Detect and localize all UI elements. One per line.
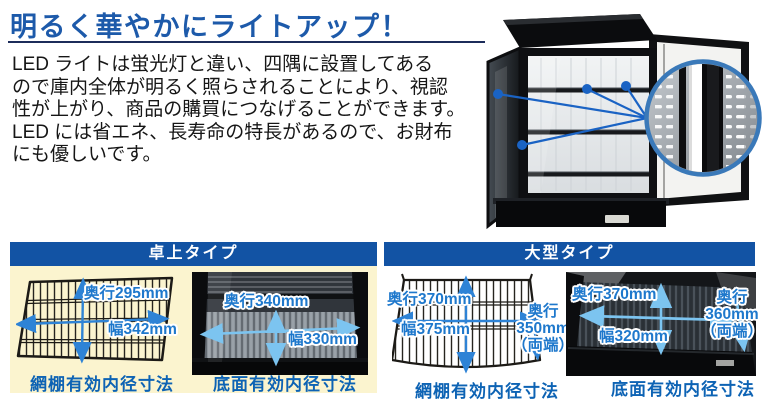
intro-paragraph: LED ライトは蛍光灯と違い、四隅に設置してある ので庫内全体が明るく照らされる… (12, 54, 465, 167)
large-interior-photo (566, 272, 756, 376)
led-strip-left (655, 64, 673, 172)
dim-label-side-depth: 奥行 360mm （両端） (700, 289, 763, 340)
dim-label-side-depth: 奥行 350mm （両端） (512, 303, 575, 354)
width-arrow (199, 318, 361, 344)
heading-underline (8, 41, 485, 43)
intro-line: LED には省エネ、長寿命の特長があるので、お財布 (12, 121, 453, 143)
dim-label-width: 幅330mm (288, 331, 357, 348)
led-pointer-lines (497, 85, 648, 147)
side-depth-arrow (527, 307, 544, 361)
dim-label-width: 幅342mm (108, 321, 177, 338)
brand-label (605, 215, 629, 223)
page-title: 明るく華やかにライトアップ！ (10, 12, 409, 42)
tabletop-wire-shelf-figure (16, 276, 174, 364)
dim-label-depth: 奥行340mm (224, 293, 309, 310)
width-arrow (16, 309, 170, 334)
figure-caption: 底面有効内径寸法 (611, 380, 755, 399)
intro-line: LED ライトは蛍光灯と違い、四隅に設置してある (12, 54, 434, 75)
side-depth-arrow (730, 295, 752, 353)
large-wire-shelf-figure (392, 273, 544, 374)
brand-label (716, 360, 734, 366)
led-strip-right (726, 64, 744, 172)
led-corner-dots (493, 81, 631, 150)
section-header-tabletop: 卓上タイプ (10, 242, 377, 266)
dim-label-depth: 奥行370mm (387, 291, 472, 308)
dim-label-width: 幅375mm (401, 321, 470, 338)
tabletop-interior-photo (192, 272, 368, 375)
width-arrow (578, 305, 736, 331)
fridge-photo (483, 2, 768, 230)
figure-caption: 網棚有効内径寸法 (415, 382, 559, 401)
figure-caption: 底面有効内径寸法 (213, 375, 357, 394)
fridge-illustration (486, 14, 762, 230)
dim-label-width: 幅320mm (599, 328, 668, 345)
intro-line: ので庫内全体が明るく照らされることにより、視認 (12, 76, 448, 98)
dim-label-depth: 奥行370mm (572, 286, 657, 303)
figure-caption: 網棚有効内径寸法 (30, 375, 174, 394)
dim-label-depth: 奥行295mm (84, 285, 169, 302)
led-zoom-circle (644, 59, 762, 177)
section-header-large: 大型タイプ (384, 242, 755, 266)
intro-line: にも優しいです。 (12, 144, 162, 165)
intro-line: 性が上がり、商品の購買につなげることができます。 (12, 99, 466, 120)
depth-arrow (72, 277, 93, 364)
